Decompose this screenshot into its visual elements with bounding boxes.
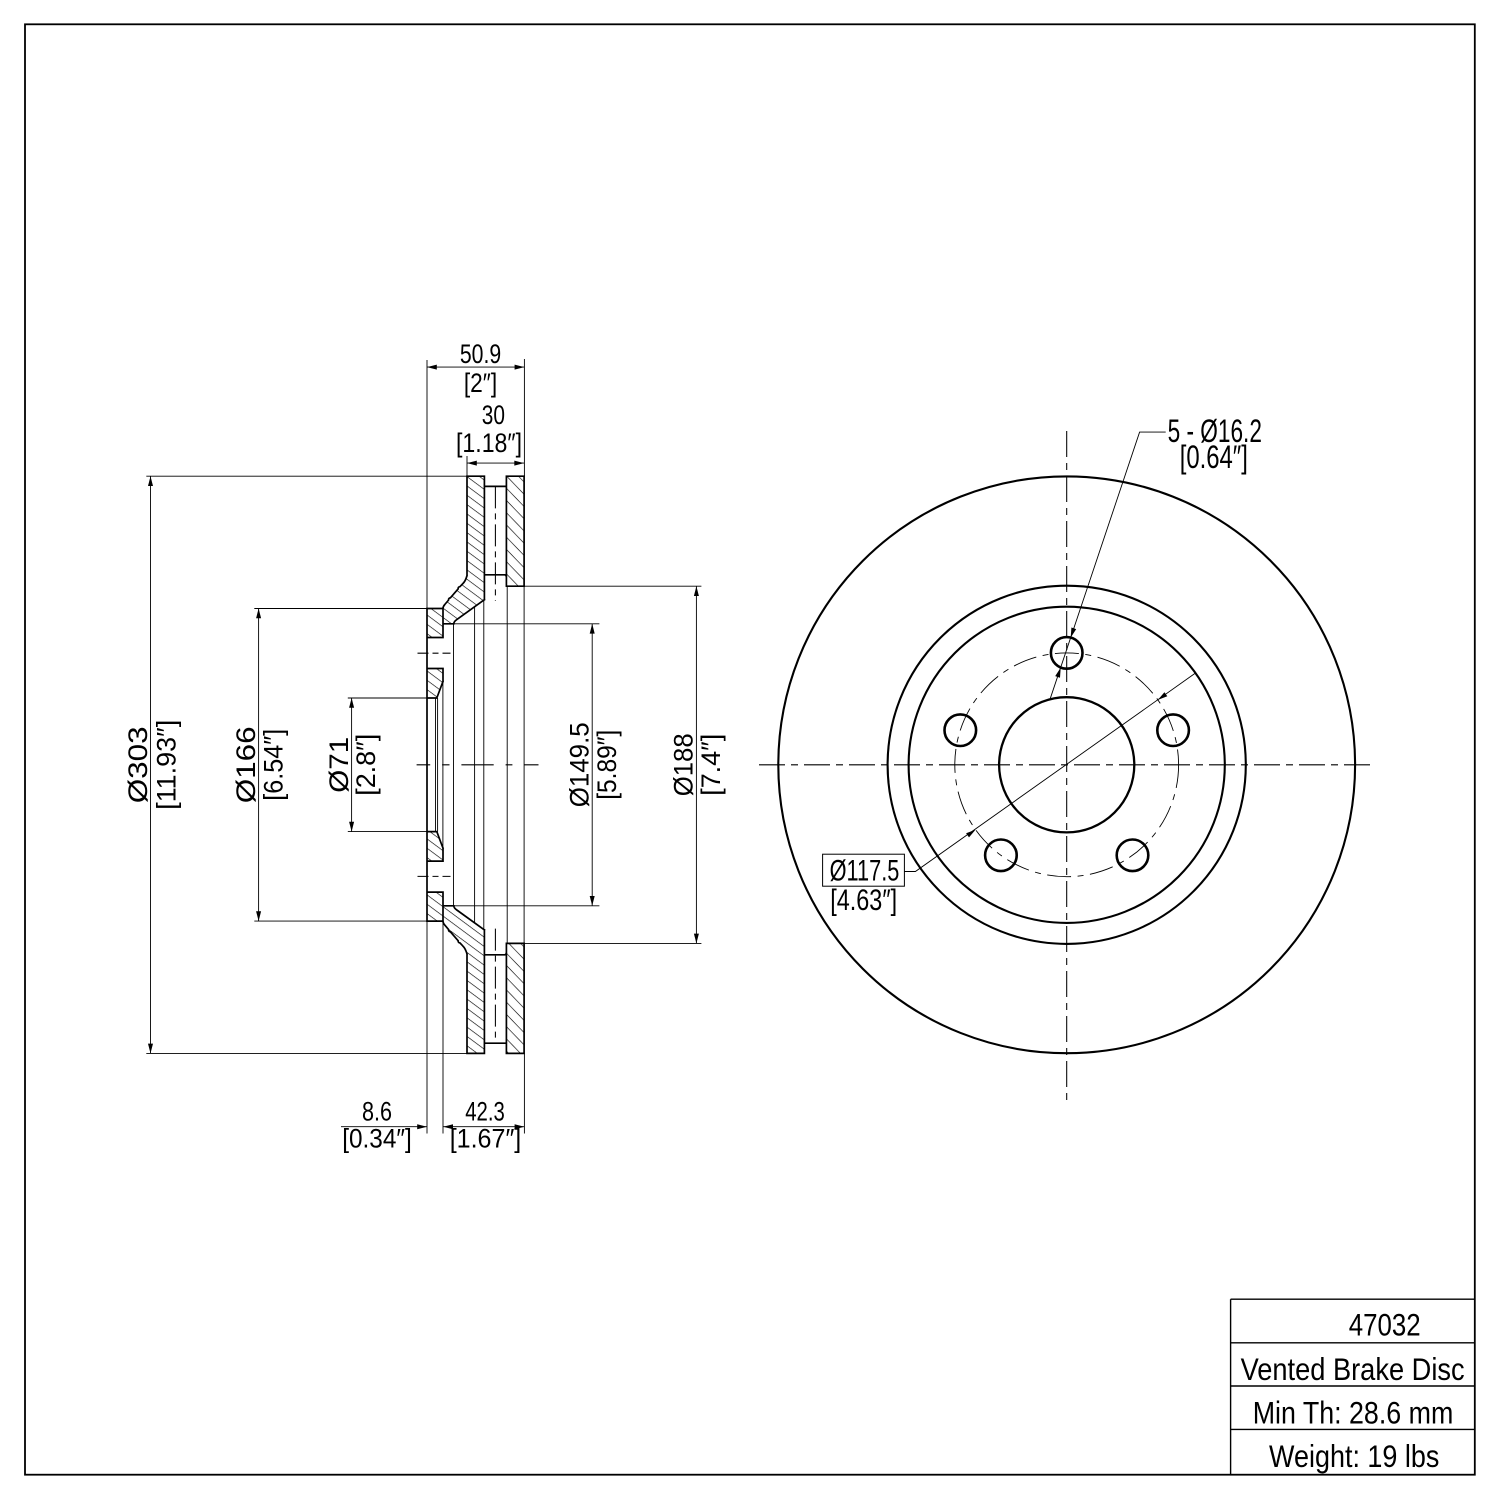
svg-text:50.9: 50.9 xyxy=(460,339,501,369)
svg-text:Ø71: Ø71 xyxy=(324,737,354,793)
svg-text:Ø149.5: Ø149.5 xyxy=(565,722,595,807)
svg-text:[11.93″]: [11.93″] xyxy=(152,720,182,810)
svg-text:Ø166: Ø166 xyxy=(231,726,261,803)
svg-text:[2″]: [2″] xyxy=(464,368,497,398)
svg-text:Ø303: Ø303 xyxy=(123,726,153,803)
svg-text:8.6: 8.6 xyxy=(362,1096,392,1126)
svg-text:[0.34″]: [0.34″] xyxy=(342,1123,412,1153)
svg-text:[4.63″]: [4.63″] xyxy=(830,884,897,917)
svg-text:5 - Ø16.2: 5 - Ø16.2 xyxy=(1168,413,1262,449)
svg-text:30: 30 xyxy=(482,400,505,430)
svg-text:Ø188: Ø188 xyxy=(669,733,699,796)
svg-text:42.3: 42.3 xyxy=(465,1096,505,1126)
svg-text:[5.89″]: [5.89″] xyxy=(592,730,622,800)
svg-text:Ø117.5: Ø117.5 xyxy=(830,855,900,888)
svg-text:47032: 47032 xyxy=(1349,1307,1421,1343)
svg-text:Vented Brake Disc: Vented Brake Disc xyxy=(1241,1351,1465,1387)
svg-text:[0.64″]: [0.64″] xyxy=(1180,439,1248,475)
svg-text:Min Th: 28.6 mm: Min Th: 28.6 mm xyxy=(1253,1395,1454,1431)
svg-text:[1.18″]: [1.18″] xyxy=(456,428,522,458)
svg-text:[7.4″]: [7.4″] xyxy=(696,734,726,796)
svg-text:[1.67″]: [1.67″] xyxy=(450,1123,522,1153)
svg-text:[2.8″]: [2.8″] xyxy=(351,734,381,796)
svg-text:Weight: 19 lbs: Weight: 19 lbs xyxy=(1269,1438,1439,1474)
svg-text:[6.54″]: [6.54″] xyxy=(259,729,289,801)
